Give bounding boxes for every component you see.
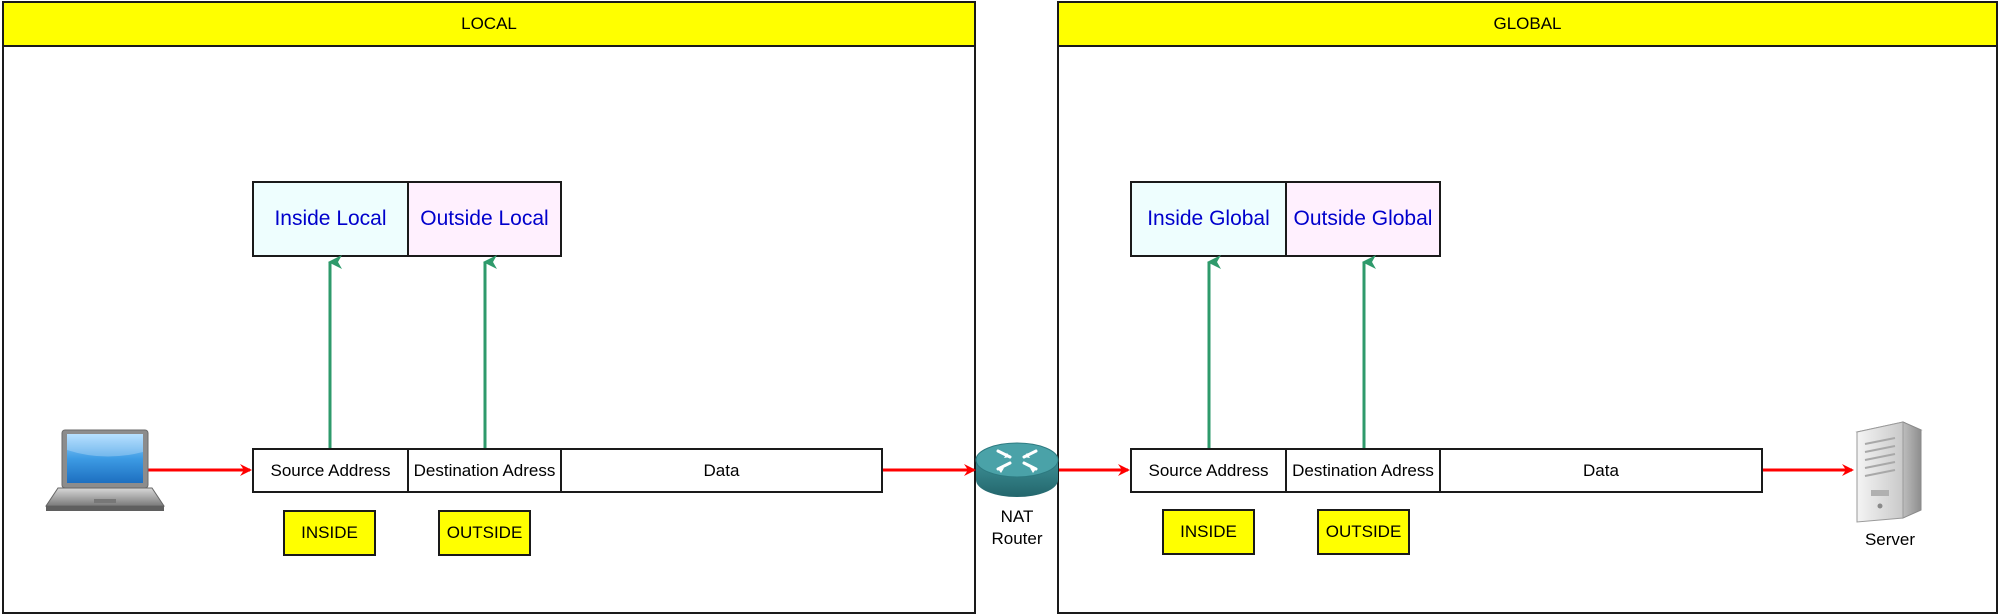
local-packet-data: Data <box>560 448 883 493</box>
laptop-icon <box>45 429 165 511</box>
global-outside-tag: OUTSIDE <box>1317 509 1410 555</box>
global-packet-destination-address: Destination Adress <box>1285 448 1441 493</box>
local-panel-title: LOCAL <box>2 1 976 47</box>
server-icon <box>1855 421 1923 523</box>
server-label: Server <box>1864 530 1916 549</box>
local-packet-destination-address: Destination Adress <box>407 448 562 493</box>
outside-global-box: Outside Global <box>1285 181 1441 257</box>
router-icon <box>975 442 1059 497</box>
global-inside-tag: INSIDE <box>1162 509 1255 555</box>
router-label: NAT Router <box>967 506 1067 550</box>
local-inside-tag: INSIDE <box>283 510 376 556</box>
global-packet-data: Data <box>1439 448 1763 493</box>
global-panel-title: GLOBAL <box>1057 1 1998 47</box>
local-outside-tag: OUTSIDE <box>438 510 531 556</box>
router-label-line1: NAT <box>1000 507 1034 526</box>
global-packet-source-address: Source Address <box>1130 448 1287 493</box>
local-packet-source-address: Source Address <box>252 448 409 493</box>
router-label-line2: Router <box>991 529 1043 548</box>
